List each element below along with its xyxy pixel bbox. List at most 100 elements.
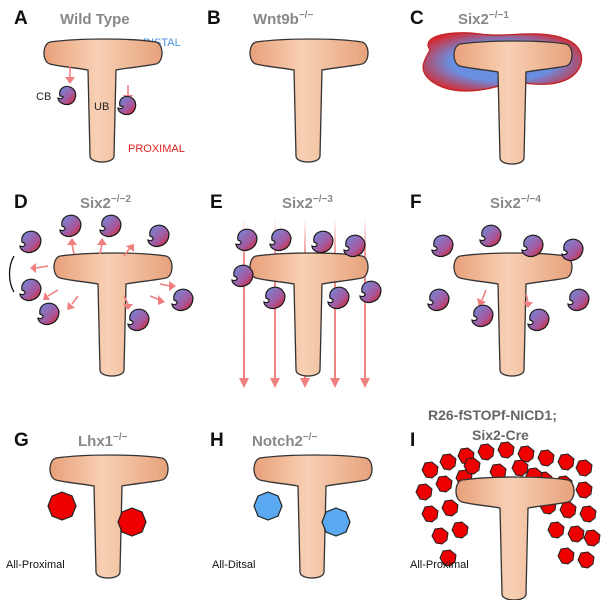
cluster-blob-icon [415,483,433,501]
cluster-blob-icon [435,475,453,493]
cluster-blob-icon [253,491,283,521]
cluster-blob-icon [439,453,457,471]
comma-shaped-body-icon [527,308,550,332]
cluster-blob-icon [547,521,565,539]
comma-shaped-body-icon [567,288,590,312]
ub-label: UB [94,101,109,113]
cluster-blob-icon [463,457,481,475]
arrow-icon [30,263,49,273]
arrow-icon [239,218,249,388]
comma-shaped-body-icon [19,278,42,302]
panel-letter: I [410,430,415,451]
comma-shaped-body-icon [521,234,544,258]
cluster-blob-icon [517,445,535,463]
comma-shaped-body-icon [479,224,502,248]
comma-shaped-body-icon [57,85,77,106]
cluster-blob-icon [583,529,601,547]
panel-title: Lhx1−/− [78,432,128,450]
comma-shaped-body-icon [171,288,194,312]
arrow-icon [149,295,165,305]
comma-shaped-body-icon [147,224,170,248]
cluster-blob-icon [321,507,351,537]
arrow-icon [159,281,176,291]
cluster-blob-icon [47,491,77,521]
cluster-blob-icon [497,441,515,459]
fate-label: All-Proximal [6,559,65,571]
cluster-blob-icon [537,449,555,467]
cluster-blob-icon [439,549,457,567]
panel-d: D Six2−/−2 [8,192,194,377]
panel-c: C Six2−/−1 [410,8,583,165]
ureteric-bud-t-shape [249,252,369,377]
comma-shaped-body-icon [127,308,150,332]
arrow-icon [123,295,133,310]
cluster-blob-icon [567,525,585,543]
cluster-blob-icon [559,501,577,519]
cluster-blob-icon [575,481,593,499]
comma-shaped-body-icon [431,234,454,258]
panel-title: Wild Type [60,11,130,28]
comma-shaped-body-icon [343,234,366,258]
cluster-blob-icon [557,453,575,471]
panel-letter: D [14,192,28,213]
cluster-blob-icon [477,443,495,461]
cluster-blob-icon [421,505,439,523]
panel-title-line2: Six2-Cre [472,427,529,443]
comma-shaped-body-icon [311,230,334,254]
fate-label: All-Ditsal [212,559,255,571]
comma-shaped-body-icon [427,288,450,312]
comma-shaped-body-icon [269,228,292,252]
panel-letter: E [210,192,223,213]
comma-shaped-body-icon [235,228,258,252]
ureteric-bud-t-shape [453,252,573,377]
panel-letter: C [410,8,424,29]
panel-g: G Lhx1−/− All-Proximal [6,430,169,579]
ureteric-bud-t-shape [53,252,173,377]
comma-shaped-body-icon [117,95,137,116]
cluster-blob-icon [451,521,469,539]
cluster-blob-icon [511,459,529,477]
panel-title: Six2−/−2 [80,194,131,212]
panel-e: E Six2−/−3 [210,192,382,388]
comma-shaped-body-icon [99,214,122,238]
panel-letter: H [210,430,224,451]
arrow-icon [523,293,533,308]
panel-title-line1: R26-fSTOPf-NICD1; [428,407,557,423]
arrow-icon [43,289,59,300]
comma-shaped-body-icon [359,280,382,304]
cluster-blob-icon [431,527,449,545]
panel-h: H Notch2−/− All-Ditsal [210,430,373,579]
cluster-blob-icon [557,547,575,565]
arrow-icon [97,238,107,255]
ureteric-bud-t-shape [453,40,573,165]
comma-shaped-body-icon [59,214,82,238]
arrow-icon [477,289,487,307]
panel-letter: A [14,8,28,29]
proximal-label: PROXIMAL [128,143,185,155]
cluster-blob-icon [575,459,593,477]
comma-shaped-body-icon [263,286,286,310]
comma-shaped-body-icon [561,238,584,262]
panel-letter: B [207,8,221,29]
cluster-blob-icon [579,505,597,523]
panel-f: F Six2−/−4 [410,192,590,377]
comma-shaped-body-icon [231,264,254,288]
cluster-blob-icon [117,507,147,537]
panel-title: Wnt9b−/− [253,10,313,28]
comma-shaped-body-icon [19,230,42,254]
fate-label: All-Proximal [410,559,469,571]
panel-title: Six2−/−4 [490,194,541,212]
panel-a: A Wild Type DISTAL CB UB PROXIMAL [14,8,185,163]
panel-i: I R26-fSTOPf-NICD1; Six2-Cre All-Proxima… [410,407,601,600]
panel-letter: G [14,430,29,451]
comma-shaped-body-icon [327,286,350,310]
cb-label: CB [36,91,51,103]
arrow-icon [123,244,134,257]
comma-shaped-body-icon [471,304,494,328]
ureteric-bud-t-shape [455,476,575,600]
panel-title: Notch2−/− [252,432,317,450]
panel-letter: F [410,192,422,213]
ureteric-bud-t-shape [249,38,369,163]
arrow-icon [67,295,79,310]
